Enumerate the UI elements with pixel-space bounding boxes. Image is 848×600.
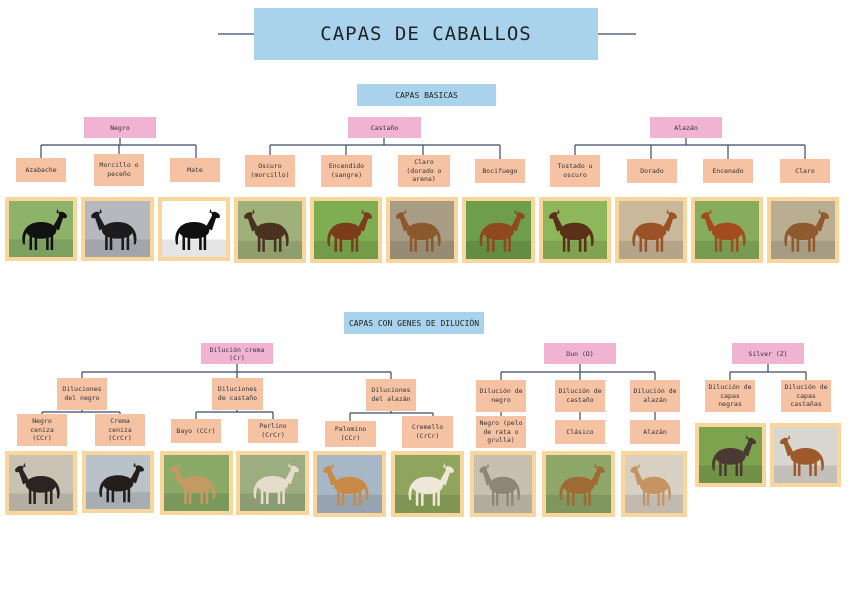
leaf-silver-castanas: Dilución de capas castañas [781, 380, 831, 412]
category-alazan: Alazán [650, 117, 722, 138]
group-dun-castano: Dilución de castaño [555, 380, 605, 412]
leaf-negro-ceniza: Negro ceniza (CCr) [17, 414, 67, 446]
group-diluciones-negro: Diluciones del negro [57, 378, 107, 410]
page-title: CAPAS DE CABALLOS [254, 8, 598, 60]
photo-dun-clasico [546, 455, 611, 513]
leaf-dun-negro: Negro (pelo de rata o grulla) [476, 416, 526, 448]
photo-castano-oscuro-frame [234, 197, 306, 263]
photo-bayo-frame [160, 451, 233, 515]
photo-morcillo [85, 201, 150, 257]
photo-silver-negras-frame [695, 423, 766, 487]
photo-silver-negras [699, 427, 762, 483]
photo-perlino [240, 455, 305, 511]
photo-azabache [9, 201, 73, 257]
group-dun-negro: Dilución de negro [476, 380, 526, 412]
photo-silver-castanas [774, 427, 837, 483]
photo-dun-negro [474, 455, 532, 513]
section-dilution-header: CAPAS CON GENES DE DILUCIÓN [344, 312, 484, 334]
photo-castano-encendido [314, 201, 378, 259]
leaf-castano-oscuro: Oscuro (morcillo) [245, 155, 295, 187]
photo-dun-negro-frame [470, 451, 536, 517]
group-dun-alazan: Dilución de alazán [630, 380, 680, 412]
photo-castano-encendido-frame [310, 197, 382, 263]
leaf-cremello: Cremello (CrCr) [402, 416, 453, 448]
leaf-dun-clasico: Clásico [555, 420, 605, 444]
photo-negro-ceniza-frame [5, 451, 77, 515]
photo-alazan-encenado [695, 201, 759, 259]
group-diluciones-alazan: Diluciones del alazán [366, 379, 416, 411]
group-diluciones-castano: Diluciones de castaño [212, 378, 263, 410]
photo-alazan-tostado-frame [539, 197, 611, 263]
photo-crema-ceniza-frame [82, 451, 154, 513]
photo-azabache-frame [5, 197, 77, 261]
photo-cremello [395, 455, 460, 513]
photo-alazan-encenado-frame [691, 197, 763, 263]
photo-alazan-claro [771, 201, 835, 259]
photo-dun-alazan [625, 455, 683, 513]
leaf-alazan-dorado: Dorado [627, 159, 677, 183]
leaf-dun-alazan: Alazán [630, 420, 680, 444]
photo-negro-ceniza [9, 455, 73, 511]
photo-alazan-dorado [619, 201, 683, 259]
photo-castano-claro [390, 201, 454, 259]
leaf-alazan-encenado: Encenado [703, 159, 753, 183]
photo-castano-oscuro [238, 201, 302, 259]
leaf-alazan-tostado: Tostado u oscuro [550, 155, 600, 187]
photo-crema-ceniza [86, 455, 150, 509]
leaf-morcillo: Morcillo o peceño [94, 154, 144, 186]
category-silver: Silver (Z) [732, 343, 804, 364]
category-dilucion-crema: Dilución crema (Cr) [201, 343, 273, 364]
section-basic-header: CAPAS BASICAS [357, 84, 496, 106]
leaf-azabache: Azabache [16, 158, 66, 182]
leaf-castano-encendido: Encendido (sangre) [321, 155, 372, 187]
photo-morcillo-frame [81, 197, 154, 261]
photo-dun-clasico-frame [542, 451, 615, 517]
photo-palomino [317, 455, 382, 513]
photo-cremello-frame [391, 451, 464, 517]
leaf-crema-ceniza: Crema ceniza (CrCr) [95, 414, 145, 446]
leaf-mate: Mate [170, 158, 220, 182]
photo-silver-castanas-frame [770, 423, 841, 487]
photo-bocifuego [466, 201, 531, 259]
photo-alazan-claro-frame [767, 197, 839, 263]
photo-bocifuego-frame [462, 197, 535, 263]
photo-mate-frame [158, 197, 230, 261]
photo-castano-claro-frame [386, 197, 458, 263]
photo-alazan-tostado [543, 201, 607, 259]
photo-alazan-dorado-frame [615, 197, 687, 263]
category-castano: Castaño [348, 117, 421, 138]
photo-palomino-frame [313, 451, 386, 517]
category-dun: Dun (D) [544, 343, 616, 364]
leaf-bayo: Bayo (CCr) [171, 419, 221, 443]
leaf-alazan-claro: Claro [780, 159, 830, 183]
category-negro: Negro [84, 117, 156, 138]
leaf-palomino: Palomino (CCr) [325, 421, 376, 447]
photo-perlino-frame [236, 451, 309, 515]
leaf-silver-negras: Dilución de capas negras [705, 380, 755, 412]
photo-bayo [164, 455, 229, 511]
leaf-perlino: Perlino (CrCr) [248, 419, 298, 443]
photo-dun-alazan-frame [621, 451, 687, 517]
leaf-castano-claro: Claro (dorado o arena) [398, 155, 450, 187]
photo-mate [162, 201, 226, 257]
leaf-bocifuego: Bocifuego [475, 159, 525, 183]
